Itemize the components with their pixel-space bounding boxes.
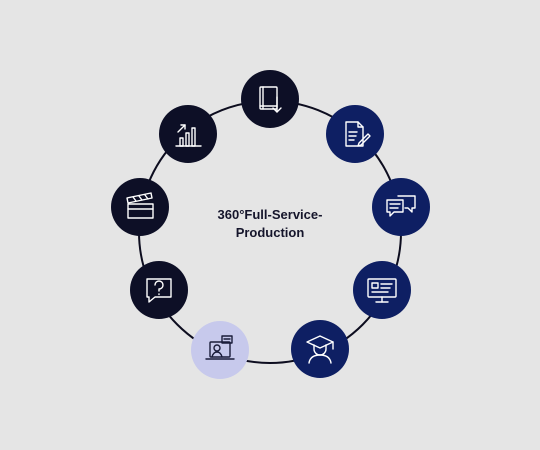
center-title-line-1: 360°Full-Service- xyxy=(217,207,323,222)
center-title: 360°Full-Service- Production xyxy=(190,206,350,242)
center-title-line-2: Production xyxy=(235,225,305,240)
node-question-bubble[interactable] xyxy=(130,261,188,319)
node-graduate[interactable] xyxy=(291,320,349,378)
node-bar-chart-growth[interactable] xyxy=(159,105,217,163)
node-monitor[interactable] xyxy=(353,261,411,319)
node-chat-bubbles[interactable] xyxy=(372,178,430,236)
graduate-icon xyxy=(306,335,334,364)
laptop-presenter-icon xyxy=(205,335,235,360)
monitor-icon xyxy=(367,278,397,303)
chat-bubbles-icon xyxy=(386,195,416,217)
bar-chart-growth-icon xyxy=(175,124,202,147)
node-book-download[interactable] xyxy=(241,70,299,128)
question-bubble-icon xyxy=(146,278,172,303)
document-edit-icon xyxy=(345,121,371,147)
node-laptop-presenter[interactable] xyxy=(191,321,249,379)
node-clapperboard[interactable] xyxy=(111,178,169,236)
clapperboard-icon xyxy=(126,192,154,219)
book-download-icon xyxy=(259,86,282,113)
node-document-edit[interactable] xyxy=(326,105,384,163)
